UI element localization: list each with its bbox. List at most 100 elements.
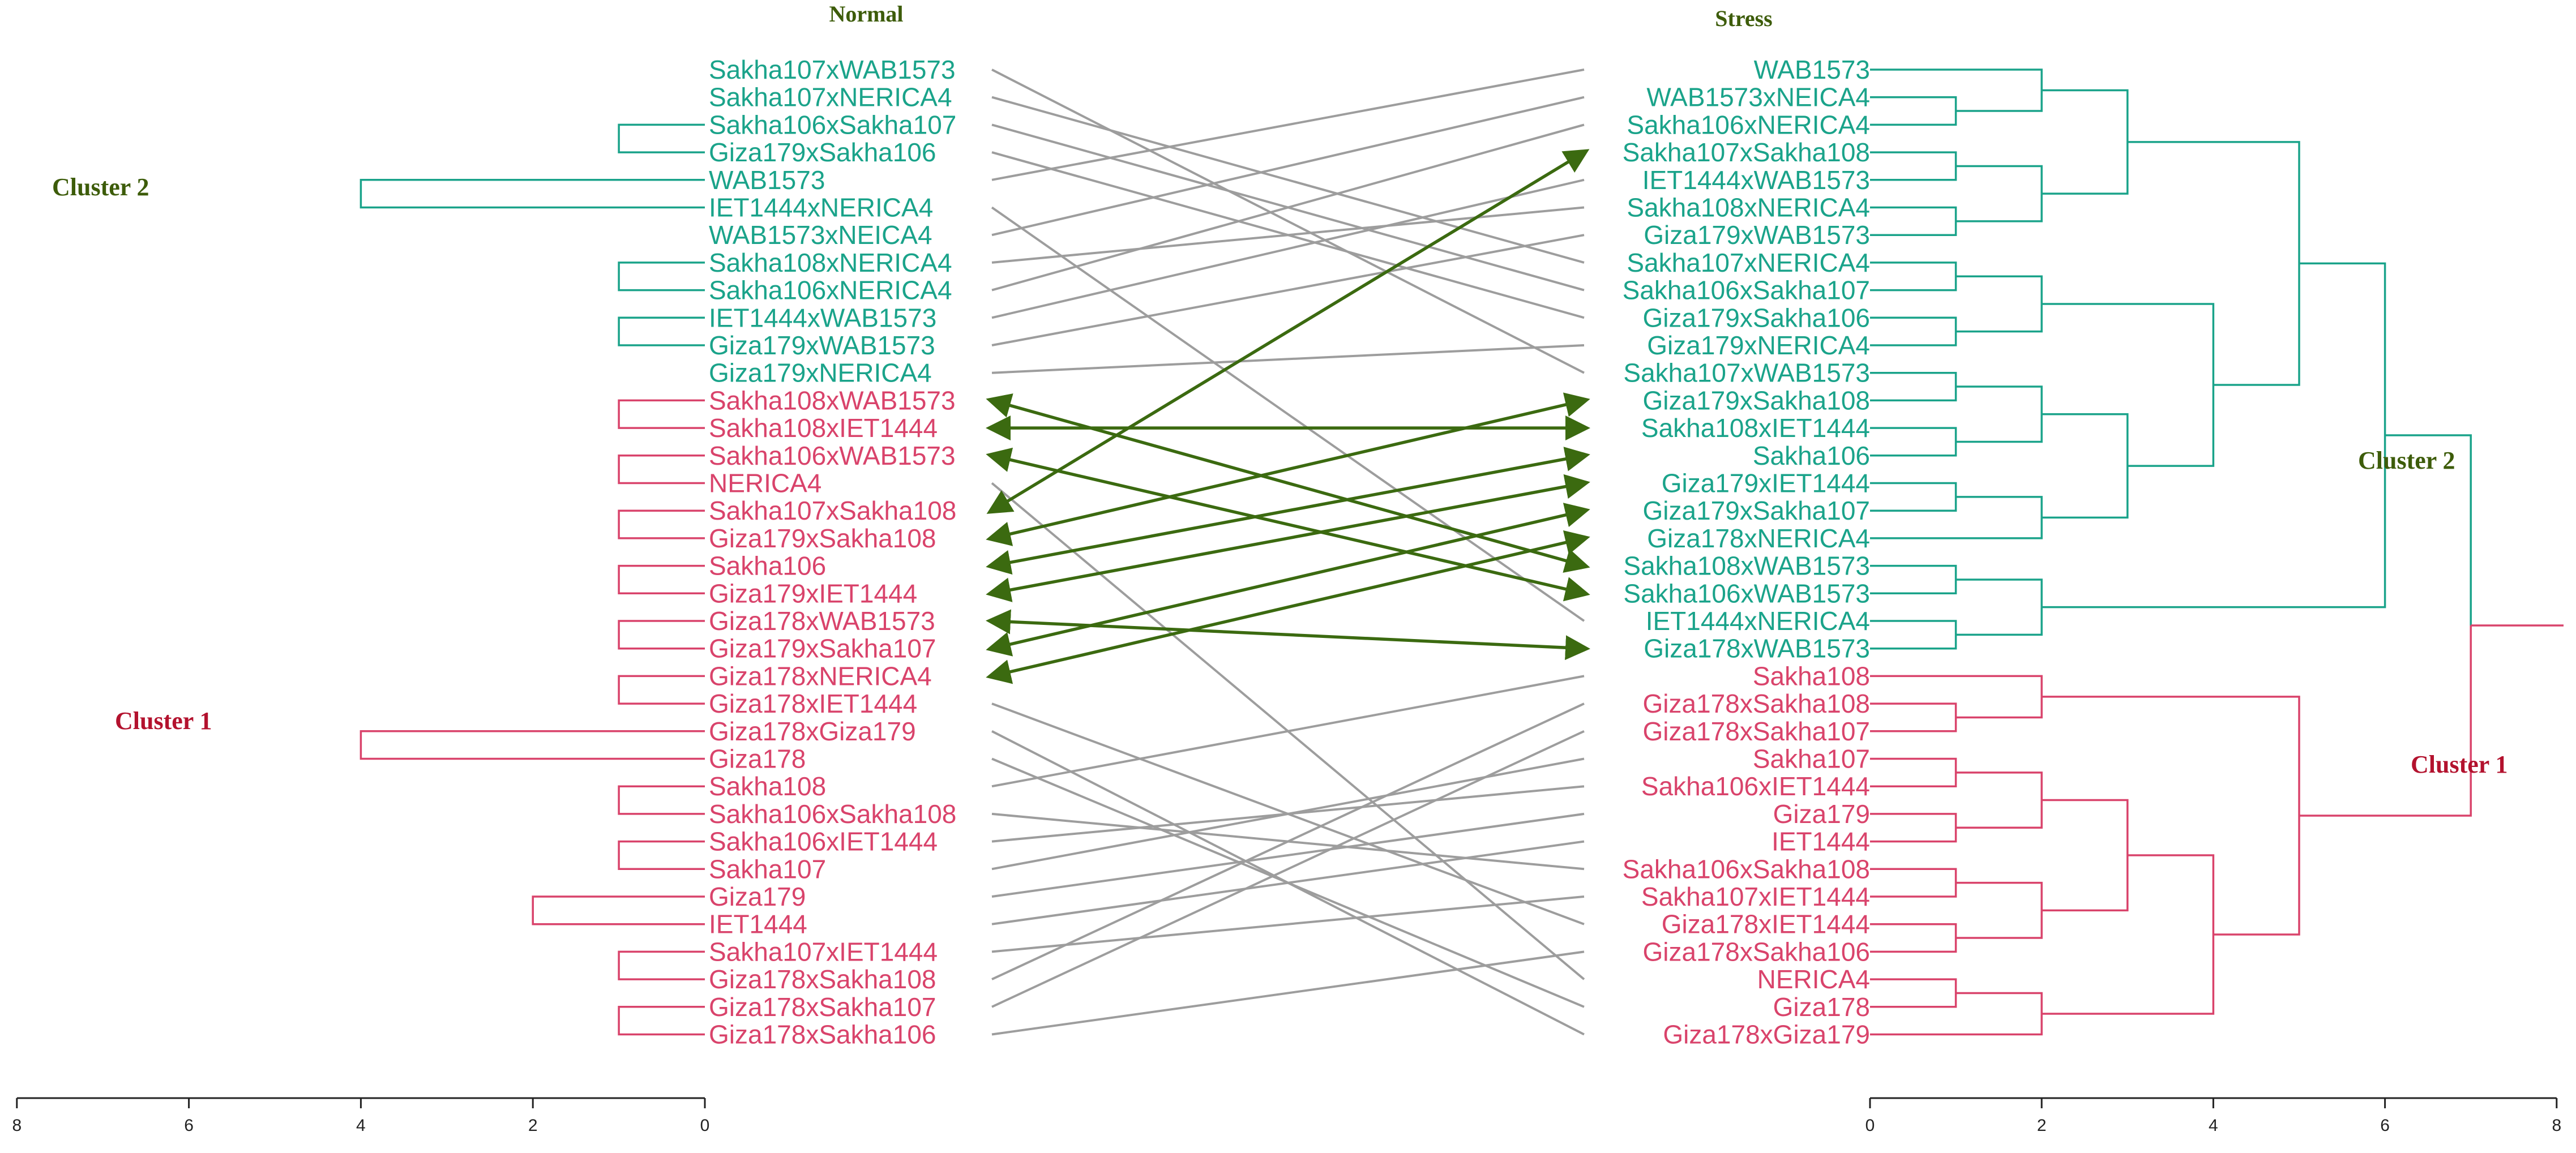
arrow-line xyxy=(986,447,1590,575)
dendrogram-branch xyxy=(2042,413,2129,519)
leaf-label: Sakha106xWAB1573 xyxy=(709,441,956,470)
dendrogram-branch xyxy=(1870,923,1957,953)
dendrogram-branch xyxy=(2042,799,2129,912)
leaf-label: Sakha106xSakha108 xyxy=(709,799,956,829)
leaf-label: Giza179xSakha107 xyxy=(1642,496,1870,525)
left-cluster2-label: Cluster 2 xyxy=(52,173,149,201)
leaf-label: IET1444xNERICA4 xyxy=(1646,606,1870,636)
leaf-label: Sakha108 xyxy=(709,771,826,801)
leaf-label: IET1444 xyxy=(1771,827,1870,856)
leaf-label: Sakha106xNERICA4 xyxy=(709,276,952,305)
dendrogram-branch xyxy=(1870,868,1957,898)
dendrogram-branch xyxy=(618,785,705,815)
arrow-line xyxy=(986,447,1590,602)
leaf-label: Giza179xSakha106 xyxy=(1642,303,1870,332)
axis-tick-label: 2 xyxy=(2037,1116,2047,1135)
right-cluster2-label: Cluster 2 xyxy=(2358,447,2455,474)
dendrogram-branch xyxy=(360,179,705,209)
leaf-label: Giza179xWAB1573 xyxy=(1644,220,1870,250)
dendrogram-branch xyxy=(1870,262,1957,292)
connector-line xyxy=(991,96,1585,237)
dendrogram-branch xyxy=(1870,978,1957,1008)
dendrogram-branch xyxy=(618,262,705,292)
arrow-line xyxy=(986,474,1590,602)
dendrogram-branch xyxy=(618,1006,705,1036)
leaf-label: Giza178xIET1444 xyxy=(709,689,917,718)
leaf-label: NERICA4 xyxy=(709,469,821,498)
leaf-label: IET1444xWAB1573 xyxy=(709,303,936,332)
leaf-label: Giza178xIET1444 xyxy=(1662,910,1870,939)
arrow-line xyxy=(986,392,1590,546)
leaf-label: Giza179xIET1444 xyxy=(709,578,917,608)
left-title: Normal xyxy=(829,1,903,27)
axis-tick-label: 8 xyxy=(12,1116,22,1135)
dendrogram-branch xyxy=(2042,696,2300,936)
leaf-label: Giza179xNERICA4 xyxy=(1647,331,1870,360)
dendrogram-branch xyxy=(618,840,705,871)
leaf-label: Sakha108xWAB1573 xyxy=(709,385,956,415)
leaf-label: Sakha107xIET1444 xyxy=(1641,882,1870,911)
leaf-label: Sakha106xSakha108 xyxy=(1623,854,1870,884)
leaf-label: Sakha108xWAB1573 xyxy=(1623,551,1870,581)
dendrogram-branch xyxy=(1870,206,1957,236)
leaf-label: Giza179 xyxy=(1773,799,1870,829)
dendrogram-branch xyxy=(618,509,705,539)
leaf-label: Giza178xSakha106 xyxy=(709,1020,936,1049)
left-cluster1-label: Cluster 1 xyxy=(115,707,212,735)
right-title: Stress xyxy=(1715,6,1772,31)
dendrogram-branch xyxy=(618,675,705,705)
axis-tick-label: 6 xyxy=(2380,1116,2390,1135)
connectors xyxy=(986,68,1590,1036)
connector-line xyxy=(991,178,1585,319)
connector-line xyxy=(991,234,1585,346)
leaf-label: WAB1573xNEICA4 xyxy=(709,220,932,250)
connector-line xyxy=(991,675,1585,788)
dendrogram-branch xyxy=(1955,275,2043,333)
arrow-line xyxy=(986,530,1590,684)
axis-tick-label: 0 xyxy=(1865,1116,1875,1135)
leaf-label: Giza178xSakha108 xyxy=(709,965,936,994)
leaf-label: WAB1573 xyxy=(709,165,825,195)
leaf-label: Sakha107xSakha108 xyxy=(1623,138,1870,167)
leaf-label: Sakha106xSakha107 xyxy=(709,110,956,139)
leaf-label: Sakha106 xyxy=(709,551,826,581)
leaf-label: Giza178xWAB1573 xyxy=(1644,634,1870,663)
axis-tick-label: 8 xyxy=(2552,1116,2561,1135)
leaf-label: Sakha107xSakha108 xyxy=(709,496,956,525)
dendrogram-branch xyxy=(1870,316,1957,346)
axis-tick-label: 2 xyxy=(528,1116,538,1135)
leaf-label: WAB1573xNEICA4 xyxy=(1646,83,1870,112)
leaf-label: Sakha108xNERICA4 xyxy=(1627,193,1870,222)
axis-tick-label: 0 xyxy=(700,1116,710,1135)
dendrogram-branch xyxy=(618,564,705,595)
dendrogram-branch xyxy=(1870,482,1957,512)
dendrogram-branch xyxy=(618,950,705,980)
leaf-label: Giza179xSakha108 xyxy=(709,524,936,553)
dendrogram-branch xyxy=(1870,813,1957,843)
leaf-label: Sakha108xIET1444 xyxy=(1641,413,1870,443)
leaf-label: Sakha106xIET1444 xyxy=(1641,771,1870,801)
leaf-label: Giza178xSakha107 xyxy=(709,992,936,1022)
connector-line xyxy=(991,68,1585,181)
leaf-label: Giza178xSakha106 xyxy=(1642,937,1870,966)
connector-line xyxy=(991,840,1585,925)
arrow-line xyxy=(986,503,1590,657)
dendrogram-branch xyxy=(618,123,705,153)
connector-line xyxy=(991,950,1585,1036)
leaf-label: Giza178xSakha108 xyxy=(1642,689,1870,718)
leaf-label: IET1444 xyxy=(709,910,807,939)
leaf-label: Sakha106xWAB1573 xyxy=(1623,578,1870,608)
leaf-label: Giza179 xyxy=(709,882,806,911)
leaf-label: Giza179xSakha107 xyxy=(709,634,936,663)
dendrogram-branch xyxy=(618,316,705,346)
leaf-label: Giza178xNERICA4 xyxy=(709,661,932,691)
leaf-label: IET1444xWAB1573 xyxy=(1642,165,1870,195)
arrow-line xyxy=(986,149,1590,514)
dendrogram-branch xyxy=(360,730,705,760)
leaf-label: Sakha108xIET1444 xyxy=(709,413,938,443)
leaf-label: Sakha108xNERICA4 xyxy=(709,248,952,277)
leaf-label: Sakha107 xyxy=(1753,744,1870,774)
leaf-label: Sakha106xIET1444 xyxy=(709,827,938,856)
